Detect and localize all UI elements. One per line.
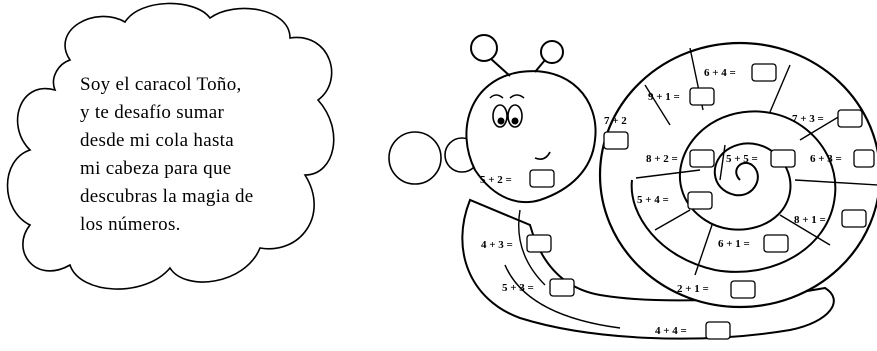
- sum-label: 8 + 1 =: [794, 214, 826, 226]
- pupil-left: [497, 117, 505, 125]
- sum-label: 8 + 2 =: [646, 153, 678, 165]
- antenna-left-tip: [470, 34, 498, 62]
- answer-box[interactable]: [730, 280, 756, 299]
- pupil-right: [511, 117, 519, 125]
- sum-label: 9 + 1 =: [648, 91, 680, 103]
- speech-line: desde mi cola hasta: [80, 130, 234, 151]
- answer-box[interactable]: [837, 109, 863, 128]
- answer-box[interactable]: [603, 131, 629, 150]
- speech-cloud: [6, 2, 335, 290]
- answer-box[interactable]: [526, 234, 552, 253]
- smile: [534, 151, 551, 160]
- sum-label: 6 + 4 =: [704, 67, 736, 79]
- answer-box[interactable]: [841, 209, 867, 228]
- answer-box[interactable]: [529, 169, 555, 188]
- speech-text: Soy el caracol Toño, y te desafío sumar …: [80, 74, 254, 235]
- sum-label: 5 + 3 =: [502, 282, 534, 294]
- answer-box[interactable]: [853, 149, 875, 168]
- answer-box[interactable]: [549, 278, 575, 297]
- eyebrow-left: [489, 94, 504, 99]
- thought-bubble-large: [388, 131, 442, 185]
- snail-foot-line: [504, 264, 621, 329]
- speech-line: y te desafío sumar: [80, 102, 225, 123]
- answer-box[interactable]: [770, 149, 796, 168]
- shell-sums: 6 + 4 = 9 + 1 = 7 + 2 7 + 3 = 8 + 2 = 5 …: [603, 63, 875, 299]
- answer-box[interactable]: [705, 321, 731, 340]
- body-line: [518, 209, 546, 286]
- speech-line: descubras la magia de: [80, 186, 254, 207]
- snail-shell: [598, 41, 877, 309]
- speech-line: Soy el caracol Toño,: [80, 74, 242, 95]
- answer-box[interactable]: [763, 234, 789, 253]
- snail-head: [465, 70, 597, 204]
- body-sums: 5 + 2 = 4 + 3 = 5 + 3 = 4 + 4 =: [480, 169, 731, 340]
- sum-label: 4 + 4 =: [655, 325, 687, 337]
- answer-box[interactable]: [751, 63, 777, 82]
- sum-label: 7 + 3 =: [792, 113, 824, 125]
- sum-label: 6 + 3 =: [810, 153, 842, 165]
- sum-label: 5 + 2 =: [480, 174, 512, 186]
- antenna-right: [534, 59, 546, 73]
- sum-label: 6 + 1 =: [718, 238, 750, 250]
- answer-box[interactable]: [689, 87, 715, 106]
- answer-box[interactable]: [687, 191, 713, 210]
- eyebrow-right: [509, 94, 525, 99]
- eye-right: [507, 104, 523, 128]
- sum-label: 5 + 5 =: [726, 153, 758, 165]
- sum-label: 5 + 4 =: [637, 194, 669, 206]
- speech-line: los números.: [80, 214, 181, 235]
- antenna-right-tip: [540, 40, 564, 64]
- answer-box[interactable]: [689, 149, 715, 168]
- sum-label: 2 + 1 =: [677, 283, 709, 295]
- speech-line: mi cabeza para que: [80, 158, 232, 179]
- sum-label: 7 + 2: [604, 115, 627, 127]
- sum-label: 4 + 3 =: [481, 239, 513, 251]
- antenna-left: [489, 57, 511, 77]
